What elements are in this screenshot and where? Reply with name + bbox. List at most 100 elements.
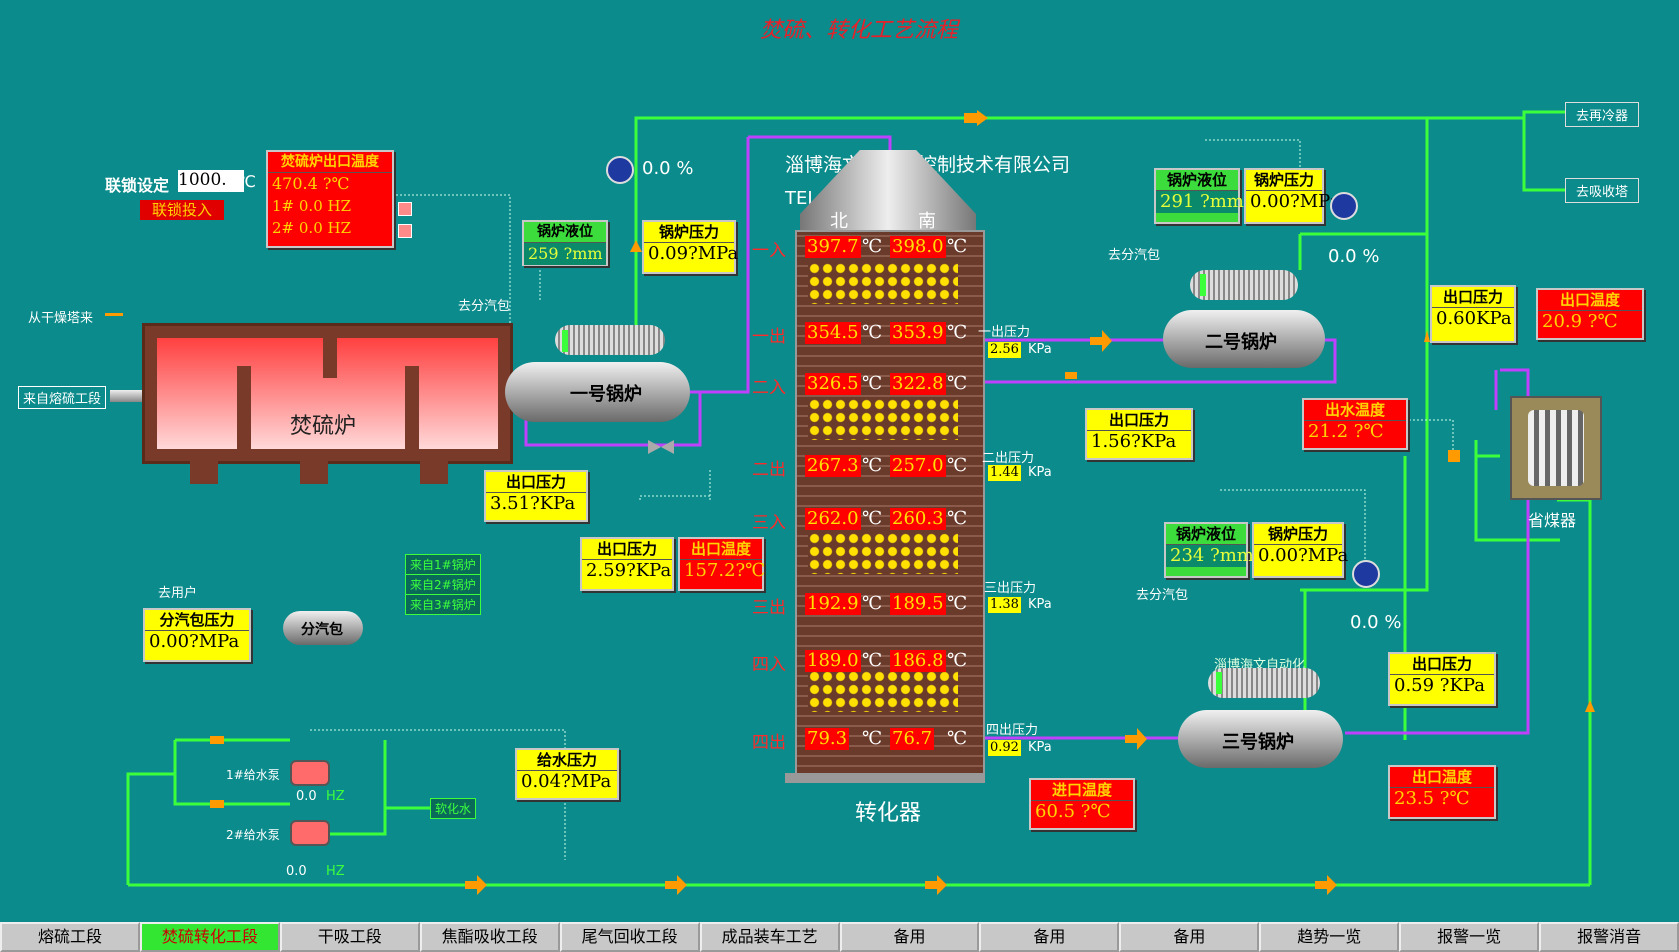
panel-title: 锅炉液位 bbox=[524, 222, 606, 243]
boiler2-body[interactable]: 二号锅炉 bbox=[1163, 310, 1325, 368]
converter-south-temp: 260.3 bbox=[890, 508, 946, 530]
outlet-press-value: 1.56?KPa bbox=[1091, 431, 1177, 452]
outlet-temp-value: 157.2?℃ bbox=[684, 560, 766, 581]
nav-tab-11[interactable]: 报警消音 bbox=[1539, 922, 1679, 952]
boiler3-drum-level bbox=[1216, 672, 1222, 694]
converter-name: 转化器 bbox=[855, 801, 922, 826]
from-melt-label: 来自熔硫工段 bbox=[18, 386, 107, 409]
control-valve-icon[interactable] bbox=[606, 156, 634, 184]
nav-tab-5[interactable]: 成品装车工艺 bbox=[699, 922, 840, 952]
economizer bbox=[1510, 396, 1602, 500]
converter-north-temp: 397.7 bbox=[805, 236, 861, 258]
conv-out-press-value: 1.44 bbox=[988, 465, 1021, 481]
from-boiler3-tag: 来自3#锅炉 bbox=[405, 594, 481, 615]
converter-south-temp: 257.0 bbox=[890, 455, 946, 477]
outlet-temp-value: 20.9 ?℃ bbox=[1542, 311, 1618, 332]
boiler2-drum-level bbox=[1200, 274, 1206, 296]
control-valve-icon[interactable] bbox=[1330, 192, 1358, 220]
converter-north-temp: 262.0 bbox=[805, 508, 861, 530]
drum-press-panel: 分汽包压力 0.00?MPa bbox=[143, 608, 251, 662]
nav-tab-10[interactable]: 报警一览 bbox=[1399, 922, 1540, 952]
panel-title: 锅炉压力 bbox=[1254, 524, 1342, 545]
outlet-press-value: 0.59 ?KPa bbox=[1394, 675, 1485, 696]
fan1-indicator[interactable] bbox=[398, 202, 412, 216]
converter-north-temp: 267.3 bbox=[805, 455, 861, 477]
inlet-temp-value: 60.5 ?℃ bbox=[1035, 801, 1111, 822]
to-absorber-button[interactable]: 去吸收塔 bbox=[1565, 178, 1640, 203]
conv-out-press-value: 2.56 bbox=[988, 342, 1021, 358]
butterfly-valve-icon[interactable] bbox=[648, 440, 674, 454]
nav-tab-7[interactable]: 备用 bbox=[979, 922, 1120, 952]
nav-tab-2[interactable]: 干吸工段 bbox=[279, 922, 420, 952]
outlet-press-panel: 出口压力 1.56?KPa bbox=[1085, 408, 1193, 460]
catalyst-bed bbox=[808, 398, 958, 440]
temp-unit: ℃ bbox=[947, 236, 968, 257]
boiler1-drum-level bbox=[562, 330, 568, 352]
pump1-icon[interactable] bbox=[290, 760, 330, 786]
converter-north-temp: 189.0 bbox=[805, 650, 861, 672]
panel-title: 锅炉压力 bbox=[644, 222, 734, 243]
converter-north-temp: 192.9 bbox=[805, 593, 861, 615]
panel-title: 出水温度 bbox=[1304, 400, 1406, 421]
interlock-setpoint-input[interactable]: 1000. bbox=[178, 170, 244, 192]
nav-tab-3[interactable]: 焦酯吸收工段 bbox=[419, 922, 560, 952]
converter-south-temp: 398.0 bbox=[890, 236, 946, 258]
boiler2-to-drum-label: 去分汽包 bbox=[1108, 248, 1161, 263]
control-valve-icon[interactable] bbox=[1352, 560, 1380, 588]
pump2-label: 2#给水泵 bbox=[226, 828, 280, 842]
panel-title: 出口压力 bbox=[1390, 654, 1494, 675]
pump1-hz: 0.0 bbox=[296, 789, 317, 804]
converter-south-temp: 353.9 bbox=[890, 322, 946, 344]
drum-press-value: 0.00?MPa bbox=[149, 631, 240, 652]
panel-title: 出口温度 bbox=[1538, 290, 1642, 311]
boiler2-drum bbox=[1190, 270, 1298, 300]
nav-tab-8[interactable]: 备用 bbox=[1119, 922, 1260, 952]
temp-unit: ℃ bbox=[862, 728, 883, 749]
nav-tab-1[interactable]: 焚硫转化工段 bbox=[139, 922, 280, 952]
boiler1-body[interactable]: 一号锅炉 bbox=[505, 362, 690, 422]
converter-stage-label: 四出 bbox=[752, 733, 786, 753]
panel-title: 锅炉液位 bbox=[1166, 524, 1246, 545]
temp-unit: ℃ bbox=[862, 373, 883, 394]
pump2-icon[interactable] bbox=[290, 820, 330, 846]
temp-unit: ℃ bbox=[947, 728, 968, 749]
outlet-press-value: 2.59?KPa bbox=[586, 560, 672, 581]
converter-south-label: 南 bbox=[918, 211, 936, 232]
nav-tab-4[interactable]: 尾气回收工段 bbox=[559, 922, 700, 952]
nav-tab-9[interactable]: 趋势一览 bbox=[1259, 922, 1400, 952]
outlet-press-panel: 出口压力 0.59 ?KPa bbox=[1388, 652, 1496, 706]
pump2-hz: 0.0 bbox=[286, 864, 307, 879]
economizer-label: 省煤器 bbox=[1528, 511, 1577, 530]
temp-unit: ℃ bbox=[947, 508, 968, 529]
interlock-enable-button[interactable]: 联锁投入 bbox=[140, 200, 224, 220]
to-user-label: 去用户 bbox=[158, 586, 198, 601]
soft-water-tag: 软化水 bbox=[430, 798, 477, 819]
arrow-icon bbox=[105, 313, 123, 316]
to-cooler-button[interactable]: 去再冷器 bbox=[1565, 102, 1640, 127]
conv-out-press-label: 四出压力 bbox=[986, 723, 1039, 738]
boiler3-body[interactable]: 三号锅炉 bbox=[1178, 710, 1343, 768]
boiler1-press-panel: 锅炉压力 0.09?MPa bbox=[642, 220, 738, 274]
converter-south-temp: 186.8 bbox=[890, 650, 946, 672]
furnace-temp-value: 470.4 ?℃ bbox=[272, 174, 350, 193]
nav-tab-0[interactable]: 熔硫工段 bbox=[0, 922, 140, 952]
boiler3-to-drum-label: 去分汽包 bbox=[1136, 588, 1189, 603]
furnace-leg bbox=[420, 460, 448, 484]
interlock-label: 联锁设定 bbox=[105, 176, 170, 195]
from-boiler1-tag: 来自1#锅炉 bbox=[405, 554, 481, 575]
panel-title: 锅炉压力 bbox=[1246, 170, 1322, 191]
temp-unit: ℃ bbox=[862, 650, 883, 671]
conv-out-press-label: 一出压力 bbox=[978, 325, 1031, 340]
nav-tab-6[interactable]: 备用 bbox=[839, 922, 980, 952]
temp-unit: ℃ bbox=[862, 322, 883, 343]
boiler1-name: 一号锅炉 bbox=[570, 384, 642, 405]
conv-out-press-value: 0.92 bbox=[988, 740, 1021, 756]
converter-south-temp: 76.7 bbox=[890, 728, 935, 750]
boiler3-press-value: 0.00?MPa bbox=[1258, 545, 1349, 566]
outlet-press-panel: 出口压力 2.59?KPa bbox=[580, 537, 674, 591]
steam-drum[interactable]: 分汽包 bbox=[283, 611, 363, 645]
outlet-temp-panel: 出口温度 20.9 ?℃ bbox=[1536, 288, 1644, 340]
boiler2-valve-pct: 0.0 % bbox=[1328, 246, 1380, 267]
fan2-indicator[interactable] bbox=[398, 224, 412, 238]
catalyst-bed bbox=[808, 670, 958, 712]
